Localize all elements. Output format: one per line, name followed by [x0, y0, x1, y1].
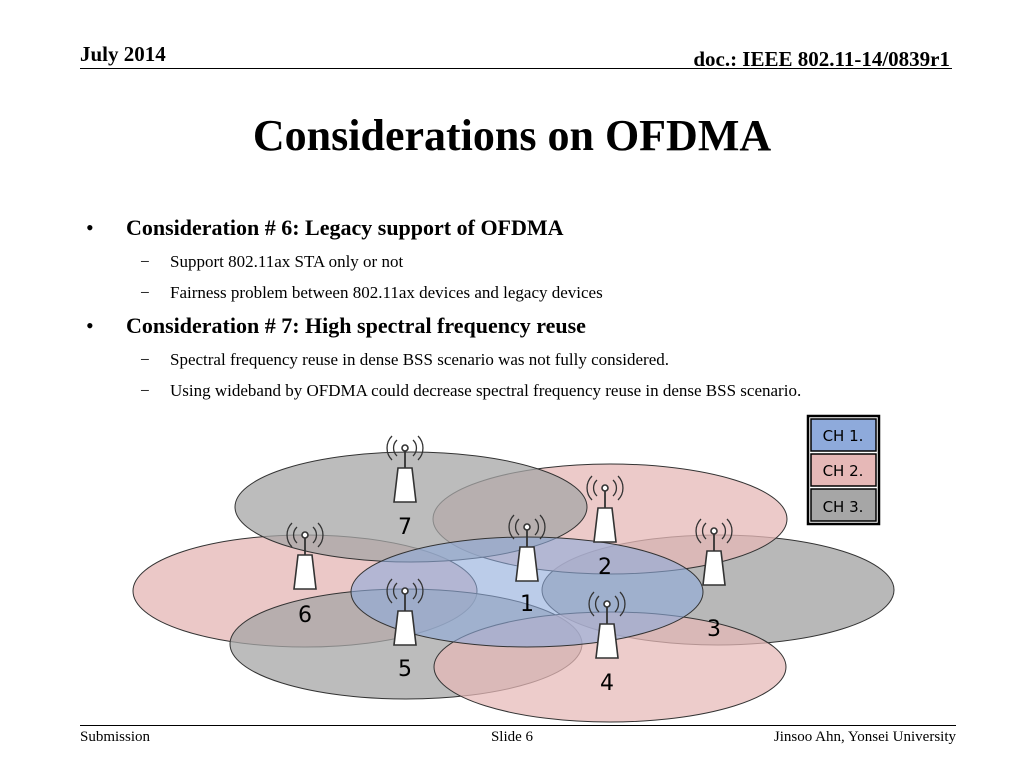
legend-label: CH 1.	[823, 427, 864, 445]
footer-submission: Submission	[80, 729, 151, 745]
legend-swatch-ch2	[810, 453, 877, 487]
ap-label: 6	[298, 603, 312, 628]
channel-legend: CH 1. CH 2. CH 3.	[806, 414, 881, 526]
ap-label: 4	[600, 671, 614, 696]
dash-marker: −	[140, 252, 150, 271]
ap-label: 1	[520, 592, 534, 617]
slide-title: Considerations on OFDMA	[252, 111, 772, 160]
header-doc-id: doc.: IEEE 802.11-14/0839r1	[693, 47, 950, 71]
bullet-consideration-7: • Consideration # 7: High spectral freque…	[86, 310, 986, 346]
ap-label: 3	[707, 617, 721, 642]
ap-label: 7	[398, 515, 412, 540]
legend-swatch-ch3	[810, 488, 877, 522]
legend-swatch-ch1	[810, 418, 877, 452]
bullet-list: • Consideration # 6: Legacy support of OF…	[86, 212, 986, 408]
access-points: 7 2 1 6 3 5 4	[286, 435, 733, 696]
coverage-areas	[132, 451, 895, 723]
header-date: July 2014	[80, 42, 166, 66]
bullet-text: Consideration # 7: High spectral frequen…	[126, 313, 586, 338]
bullet-dot: •	[86, 313, 94, 338]
ap-label: 5	[398, 657, 412, 682]
sub-bullet-text: Support 802.11ax STA only or not	[170, 252, 404, 271]
footer-author: Jinsoo Ahn, Yonsei University	[773, 729, 956, 745]
bullet-text: Consideration # 6: Legacy support of OFD…	[126, 215, 564, 240]
bullet-consideration-6: • Consideration # 6: Legacy support of OF…	[86, 212, 986, 248]
sub-bullet-text: Using wideband by OFDMA could decrease s…	[170, 381, 802, 400]
sub-bullet-text: Fairness problem between 802.11ax device…	[170, 283, 603, 302]
legend-label: CH 2.	[823, 462, 864, 480]
footer-slide-number: Slide 6	[490, 729, 534, 745]
legend-label: CH 3.	[823, 498, 864, 516]
sub-bullet-text: Spectral frequency reuse in dense BSS sc…	[170, 350, 669, 369]
dash-marker: −	[140, 381, 150, 400]
dash-marker: −	[140, 283, 150, 302]
sub-bullet: − Support 802.11ax STA only or not	[86, 248, 986, 279]
bullet-dot: •	[86, 215, 94, 240]
ap-label: 2	[598, 555, 612, 580]
sub-bullet: − Spectral frequency reuse in dense BSS s…	[86, 346, 986, 377]
sub-bullet: − Using wideband by OFDMA could decrease …	[86, 377, 986, 408]
header-divider	[80, 68, 952, 69]
footer-divider	[80, 725, 956, 726]
sub-bullet: − Fairness problem between 802.11ax devic…	[86, 279, 986, 310]
dash-marker: −	[140, 350, 150, 369]
